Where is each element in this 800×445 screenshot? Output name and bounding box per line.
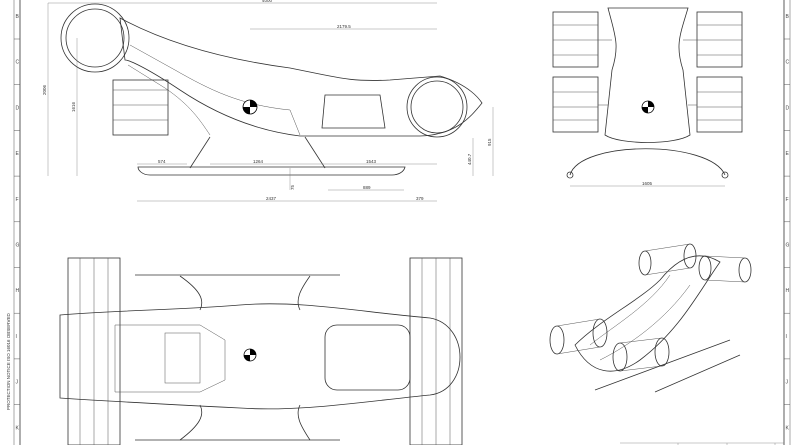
dim-rotor-height: 1616 xyxy=(71,101,76,112)
top-view xyxy=(59,257,463,445)
protection-notice: PROTECTION NOTICE ISO 16016 OBSERVED xyxy=(6,313,11,410)
row-label: F xyxy=(16,197,19,203)
row-label: K xyxy=(16,425,20,431)
row-label: B xyxy=(786,14,790,20)
dim-cg-to-rear: 2179.5 xyxy=(337,24,351,29)
row-label: I xyxy=(786,334,787,340)
dim-skid-length: 2437 xyxy=(266,196,277,201)
isometric-view xyxy=(549,243,752,393)
row-label: G xyxy=(786,243,790,249)
row-label: B xyxy=(16,14,20,20)
row-label: K xyxy=(786,425,790,431)
row-label: E xyxy=(16,151,20,157)
dim-ground-clearance: 75 xyxy=(290,184,295,190)
row-label: H xyxy=(16,288,20,294)
row-label: J xyxy=(16,380,19,386)
row-label: F xyxy=(786,197,789,203)
row-label: E xyxy=(786,151,790,157)
row-label: D xyxy=(16,105,20,111)
dim-front-overhang: 574 xyxy=(158,159,166,164)
row-label: H xyxy=(786,288,790,294)
dim-overall-length: 4000 xyxy=(262,0,273,3)
center-of-gravity-symbol xyxy=(243,348,257,362)
row-label: I xyxy=(16,334,17,340)
side-view: 4000 2179.5 2006 1616 574 1264 1543 915 … xyxy=(42,0,494,202)
row-label: D xyxy=(786,105,790,111)
front-view: 1605 xyxy=(552,7,743,187)
row-labels: B B C C D D E E F F G G H H I I J J K K xyxy=(16,14,790,431)
dim-height-cg: 440.7 xyxy=(467,153,472,165)
center-of-gravity-symbol xyxy=(641,100,655,114)
row-label: C xyxy=(16,60,20,66)
dim-height-right: 915 xyxy=(487,138,492,146)
dim-rear-offset: 379 xyxy=(416,196,424,201)
row-label: G xyxy=(16,243,20,249)
row-label: J xyxy=(786,380,789,386)
dim-skid-span-2: 1543 xyxy=(366,159,377,164)
dim-skid-rear: 889 xyxy=(363,185,371,190)
dim-skid-width: 1605 xyxy=(642,181,653,186)
drawing-frame xyxy=(13,0,791,445)
dim-skid-span-1: 1264 xyxy=(253,159,264,164)
row-label: C xyxy=(786,60,790,66)
center-of-gravity-symbol xyxy=(242,99,258,115)
dim-overall-height: 2006 xyxy=(42,84,47,95)
